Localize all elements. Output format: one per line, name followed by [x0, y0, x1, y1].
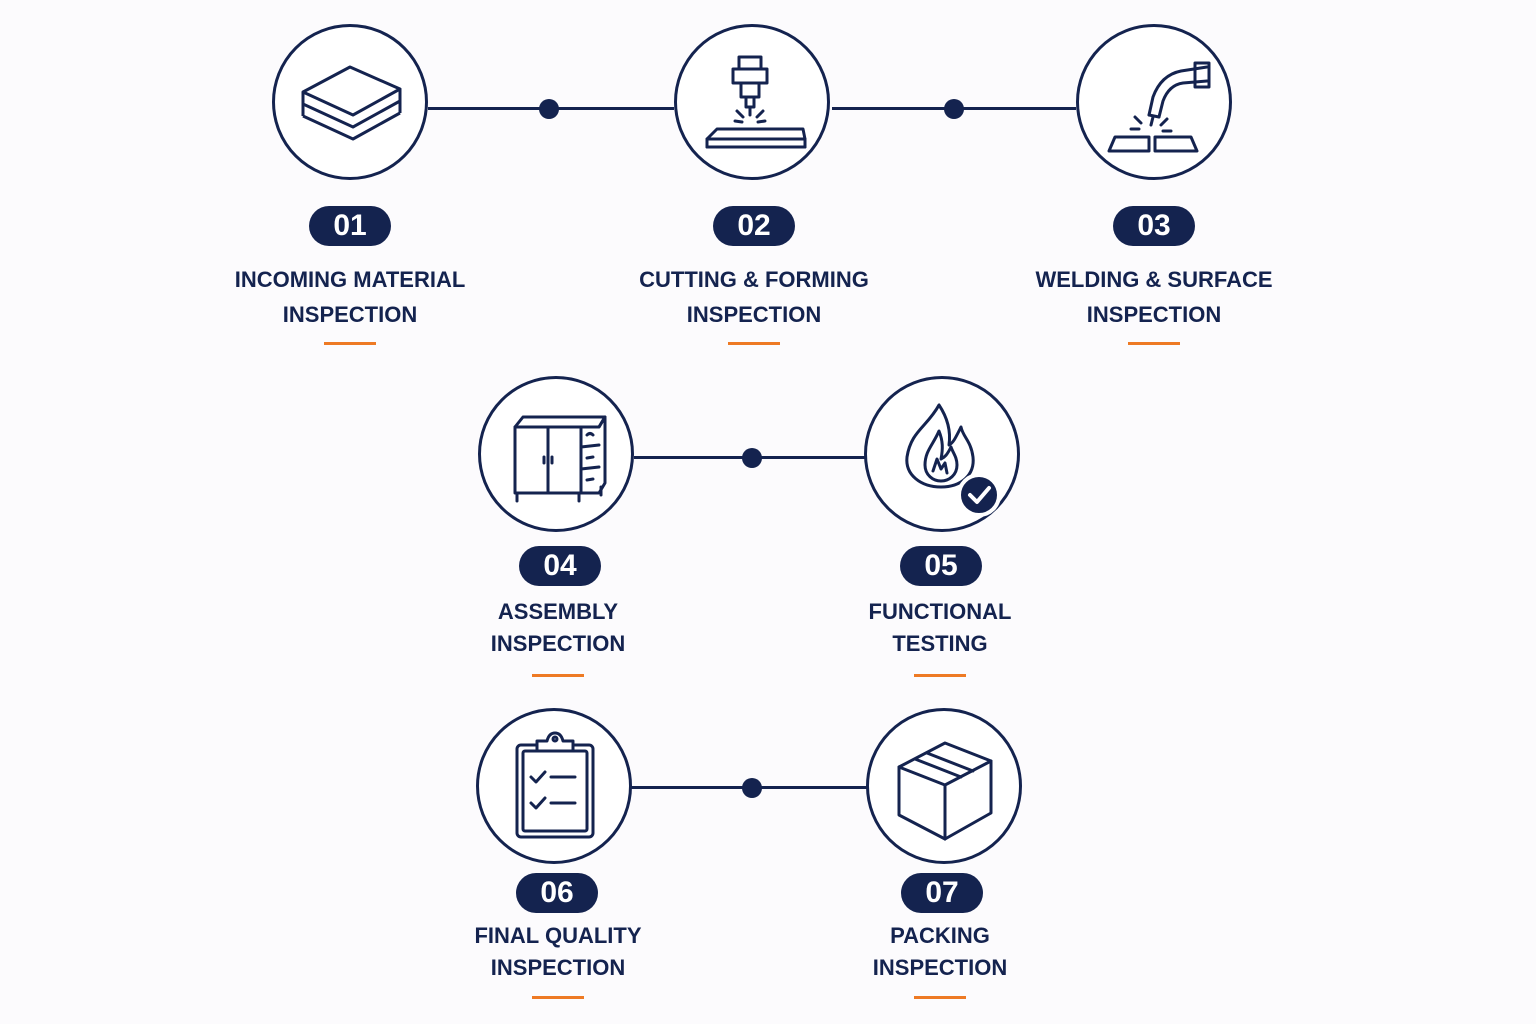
stacked-sheets-icon — [301, 65, 402, 141]
accent-underline — [1128, 342, 1180, 345]
accent-underline — [914, 674, 966, 677]
accent-underline — [532, 996, 584, 999]
step-title-line1: FUNCTIONAL — [868, 599, 1012, 624]
box-icon — [897, 741, 993, 841]
connector-dot-02-03 — [944, 99, 964, 119]
accent-underline — [532, 674, 584, 677]
clipboard-checklist-icon — [515, 731, 595, 839]
step-title-line1: ASSEMBLY — [497, 599, 619, 624]
connector-dot-01-02 — [539, 99, 559, 119]
step-title-line1: CUTTING & FORMING — [639, 267, 869, 292]
flame-check-icon — [905, 403, 1001, 517]
step-title-line1: INCOMING MATERIAL — [234, 267, 466, 292]
step-icon-circle — [866, 708, 1022, 864]
accent-underline — [914, 996, 966, 999]
step-title-line2: INSPECTION — [686, 302, 822, 327]
step-title-line2: INSPECTION — [490, 955, 626, 980]
welding-torch-icon — [1107, 61, 1211, 153]
step-title-line2: INSPECTION — [1086, 302, 1222, 327]
step-icon-circle — [272, 24, 428, 180]
accent-underline — [728, 342, 780, 345]
step-number-badge: 01 — [309, 206, 391, 246]
accent-underline — [324, 342, 376, 345]
step-icon-circle — [864, 376, 1020, 532]
connector-dot-04-05 — [742, 448, 762, 468]
step-title: CUTTING & FORMING INSPECTION — [594, 262, 914, 332]
step-title-line1: WELDING & SURFACE — [1035, 267, 1273, 292]
step-title-line2: TESTING — [892, 631, 988, 656]
step-title: FUNCTIONAL TESTING — [780, 596, 1100, 660]
step-number-badge: 02 — [713, 206, 795, 246]
connector-dot-06-07 — [742, 778, 762, 798]
step-icon-circle — [1076, 24, 1232, 180]
step-title-line2: INSPECTION — [490, 631, 626, 656]
step-title-line1: FINAL QUALITY — [474, 923, 642, 948]
step-title: WELDING & SURFACE INSPECTION — [994, 262, 1314, 332]
step-title: ASSEMBLY INSPECTION — [398, 596, 718, 660]
cabinet-icon — [513, 415, 607, 503]
laser-cutter-icon — [705, 55, 807, 149]
step-icon-circle — [478, 376, 634, 532]
step-title-line2: INSPECTION — [282, 302, 418, 327]
step-icon-circle — [476, 708, 632, 864]
step-number-badge: 07 — [901, 873, 983, 913]
step-title-line1: PACKING — [890, 923, 990, 948]
step-title: PACKING INSPECTION — [780, 920, 1100, 984]
step-number-badge: 03 — [1113, 206, 1195, 246]
step-icon-circle — [674, 24, 830, 180]
step-title: INCOMING MATERIAL INSPECTION — [190, 262, 510, 332]
step-title-line2: INSPECTION — [872, 955, 1008, 980]
step-title: FINAL QUALITY INSPECTION — [398, 920, 718, 984]
step-number-badge: 04 — [519, 546, 601, 586]
step-number-badge: 06 — [516, 873, 598, 913]
step-number-badge: 05 — [900, 546, 982, 586]
